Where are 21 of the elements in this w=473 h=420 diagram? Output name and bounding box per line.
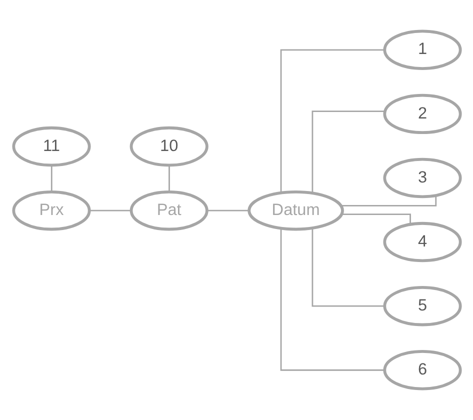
connector [88, 210, 130, 212]
node-ellipse: 3 [382, 158, 462, 198]
connector [342, 214, 410, 224]
node-ellipse: 5 [382, 286, 462, 326]
node-ellipse: 11 [12, 126, 90, 167]
connector [311, 228, 384, 307]
node-ellipse: 4 [382, 222, 462, 262]
node-ellipse: Prx [12, 190, 90, 231]
node-ellipse: Pat [129, 190, 208, 231]
connector [50, 166, 52, 192]
connector [280, 49, 384, 192]
connector [206, 210, 248, 212]
connector [311, 110, 384, 193]
node-ellipse: 6 [382, 350, 462, 390]
connector [280, 228, 384, 371]
node-ellipse: 10 [129, 126, 208, 167]
node-ellipse: Datum [247, 190, 344, 231]
connector [168, 166, 170, 192]
node-ellipse: 2 [382, 94, 462, 134]
node-ellipse: 1 [382, 30, 462, 70]
connector [340, 196, 436, 206]
